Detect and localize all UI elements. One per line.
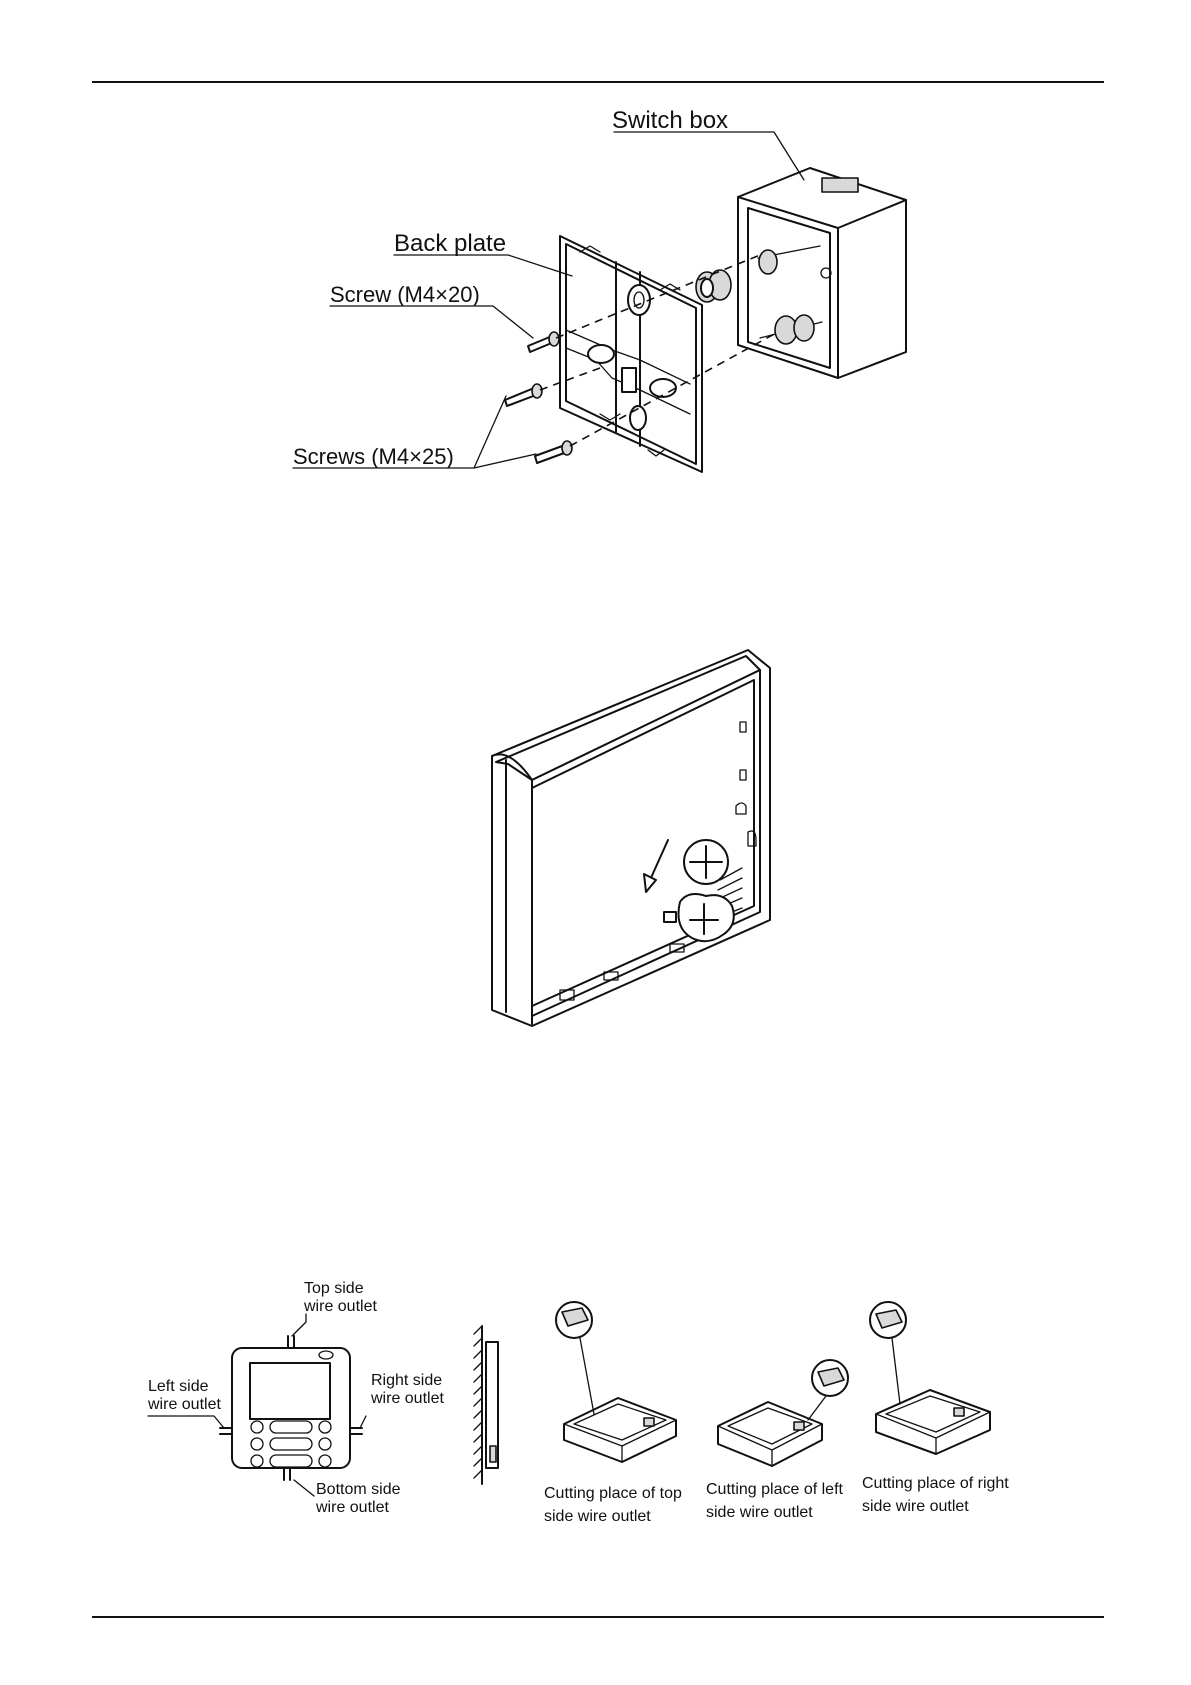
back-plate-switch-box-figure: Switch box Back plate Screw (M4×20) Scre… [0,90,1191,510]
cutting-right-outlet-illustration [870,1302,990,1454]
label-switch-box: Switch box [612,107,728,134]
label-back-plate: Back plate [394,230,506,257]
side-view-wall-illustration [474,1326,498,1484]
label-cut-right: Cutting place of right side wire outlet [862,1475,1013,1515]
cutting-left-outlet-illustration [718,1360,848,1466]
switch-box-illustration [738,168,906,378]
header-rule [92,81,1104,83]
phillips-screw-icon [684,840,728,884]
cutting-top-outlet-illustration [556,1302,676,1462]
controller-back-cover-figure [0,640,1191,1040]
label-left-outlet: Left side wire outlet [147,1378,221,1413]
mounting-spacer [696,270,731,302]
label-cut-left: Cutting place of left side wire outlet [706,1481,847,1521]
label-right-outlet: Right side wire outlet [370,1372,447,1407]
label-cut-top: Cutting place of top side wire outlet [544,1485,686,1525]
screw-m4x25-lower [535,441,572,463]
wire-outlet-figure: Top side wire outlet Left side wire outl… [0,1270,1191,1540]
controller-back-cover [492,650,770,1026]
screw-m4x20 [528,332,559,352]
screw-m4x25-upper [505,384,542,406]
back-plate-illustration [560,236,702,472]
label-screw-m4x20: Screw (M4×20) [330,282,480,307]
label-top-outlet: Top side wire outlet [303,1280,377,1315]
label-screws-m4x25: Screws (M4×25) [293,444,454,469]
controller-front-illustration [220,1336,362,1480]
footer-rule [92,1616,1104,1618]
label-bottom-outlet: Bottom side wire outlet [315,1481,405,1516]
